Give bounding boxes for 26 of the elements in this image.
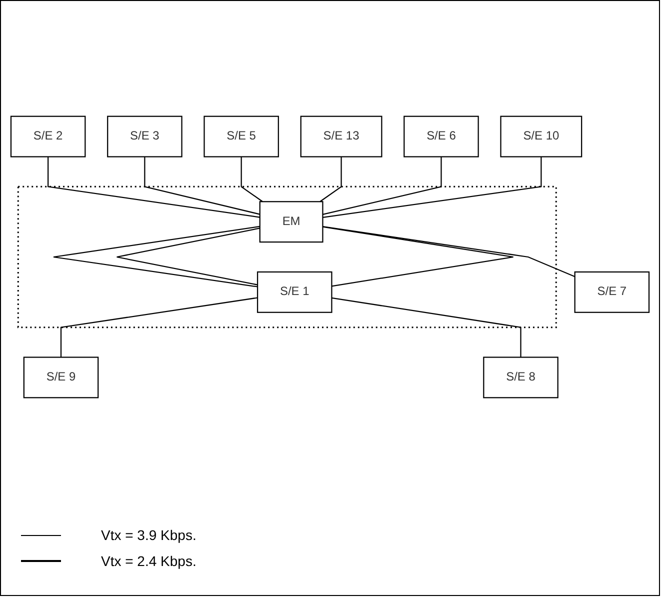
node-box: [574, 271, 650, 313]
connector: [48, 156, 260, 218]
node-box: [107, 116, 182, 158]
connector: [52, 226, 260, 288]
node-box: [300, 116, 382, 158]
connector: [60, 297, 258, 358]
node-box: [256, 271, 332, 313]
network-diagram: S/E 2 S/E 3 S/E 5 S/E 13 EM S/E 1 S/E 6 S/E 10 S/E 7 S/E 9 S/E 8: [5, 5, 655, 509]
node-box: [10, 116, 86, 158]
connector: [322, 156, 442, 216]
legend-text: Vtx = 3.9 Kbps.: [101, 527, 196, 543]
node-box: [483, 356, 558, 398]
node-box: [23, 356, 99, 398]
connector: [144, 156, 260, 215]
connector: [322, 226, 514, 287]
node-box: [204, 116, 279, 158]
connector: [322, 156, 542, 218]
connector: [240, 156, 263, 202]
node-box: [500, 116, 582, 158]
legend-text: Vtx = 2.4 Kbps.: [101, 553, 196, 569]
connector: [320, 156, 342, 202]
node-box: [259, 201, 324, 243]
connector: [322, 226, 576, 278]
node-box: [404, 116, 479, 158]
connector: [116, 228, 260, 286]
connector: [332, 297, 522, 358]
